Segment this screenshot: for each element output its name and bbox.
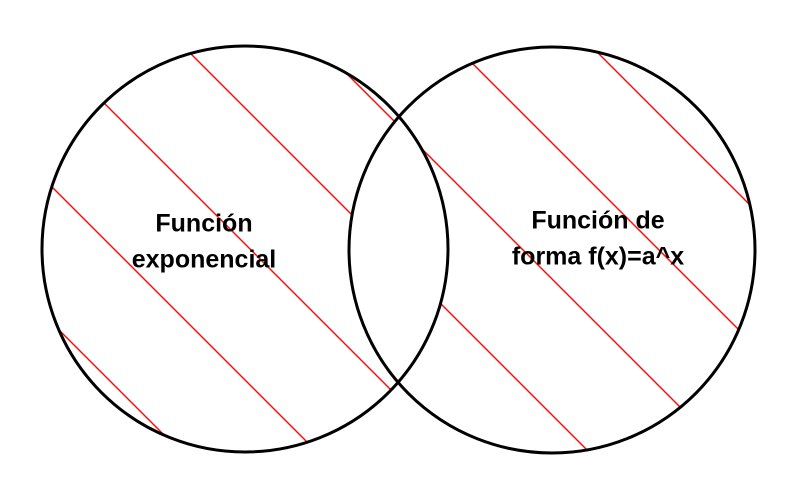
set-label-left-line1: Función [155, 210, 252, 238]
set-label-right-line2: forma f(x)=a^x [512, 243, 684, 271]
set-label-right: Función de forma f(x)=a^x [512, 207, 684, 271]
set-circle-right[interactable] [347, 45, 757, 455]
set-label-left-line2: exponencial [132, 246, 277, 274]
set-circle-left[interactable] [40, 44, 450, 454]
set-label-left: Función exponencial [132, 210, 277, 274]
set-label-right-line1: Función de [531, 207, 664, 235]
